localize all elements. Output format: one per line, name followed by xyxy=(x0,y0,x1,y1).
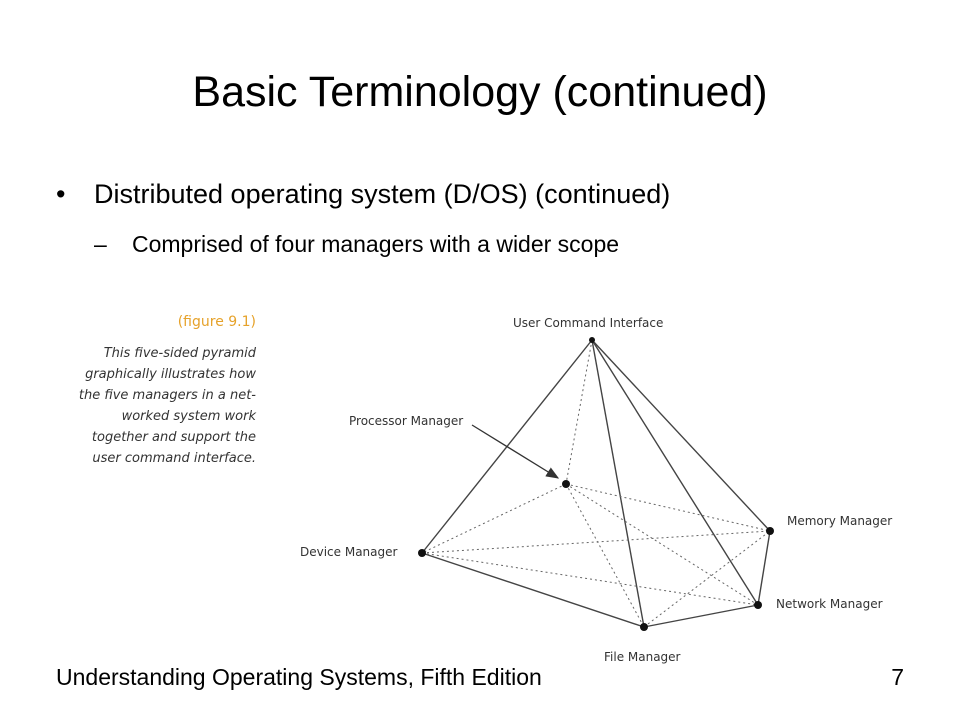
node-dots xyxy=(418,337,774,631)
sub-bullet-item: –Comprised of four managers with a wider… xyxy=(94,228,619,260)
caption-line: user command interface. xyxy=(92,451,256,466)
edge-apex-memory xyxy=(591,339,771,532)
sub-bullet-glyph: – xyxy=(94,231,107,257)
node-device xyxy=(418,549,426,557)
solid-edges xyxy=(421,339,771,628)
figure-label: (figure 9.1) xyxy=(177,314,256,330)
caption-line: together and support the xyxy=(91,430,256,445)
bullet-glyph: • xyxy=(56,179,66,209)
footer-book-title: Understanding Operating Systems, Fifth E… xyxy=(56,664,542,690)
caption-line: the five managers in a net- xyxy=(78,388,256,403)
edge-processor-device xyxy=(421,483,567,554)
sub-bullet-text: Comprised of four managers with a wider … xyxy=(132,231,620,257)
bullet-item: • Distributed operating system (D/OS) (co… xyxy=(56,176,670,212)
node-file xyxy=(640,623,648,631)
label-file-manager: File Manager xyxy=(604,650,681,664)
bullet-text: Distributed operating system (D/OS) (con… xyxy=(94,179,671,209)
node-network xyxy=(754,601,762,609)
edge-device-network xyxy=(421,552,759,606)
label-device-manager: Device Manager xyxy=(300,545,398,559)
edge-file-memory xyxy=(643,530,771,628)
edge-network-memory xyxy=(757,530,771,606)
slide-title: Basic Terminology (continued) xyxy=(192,68,768,116)
node-memory xyxy=(766,527,774,535)
edge-processor-memory xyxy=(565,483,771,532)
processor-arrow xyxy=(471,424,560,479)
edge-apex-network xyxy=(591,339,759,606)
node-processor xyxy=(562,480,570,488)
page-number: 7 xyxy=(891,664,904,690)
edge-device-memory xyxy=(421,530,771,554)
edge-apex-processor xyxy=(565,339,593,485)
edge-processor-network xyxy=(565,483,759,606)
edge-processor-file xyxy=(565,483,645,628)
caption-line: This five-sided pyramid xyxy=(103,346,256,361)
edge-file-network xyxy=(643,604,759,628)
caption-line: graphically illustrates how xyxy=(85,367,256,382)
label-network-manager: Network Manager xyxy=(776,597,883,611)
edge-apex-file xyxy=(591,339,645,628)
label-user-command-interface: User Command Interface xyxy=(513,316,663,330)
node-apex xyxy=(589,337,595,343)
figure-caption: (figure 9.1) This five-sided pyramid gra… xyxy=(60,312,256,469)
edge-device-file xyxy=(421,552,645,628)
label-memory-manager: Memory Manager xyxy=(787,514,892,528)
dotted-edges xyxy=(421,339,771,628)
label-processor-manager: Processor Manager xyxy=(349,414,463,428)
caption-line: worked system work xyxy=(121,409,256,424)
